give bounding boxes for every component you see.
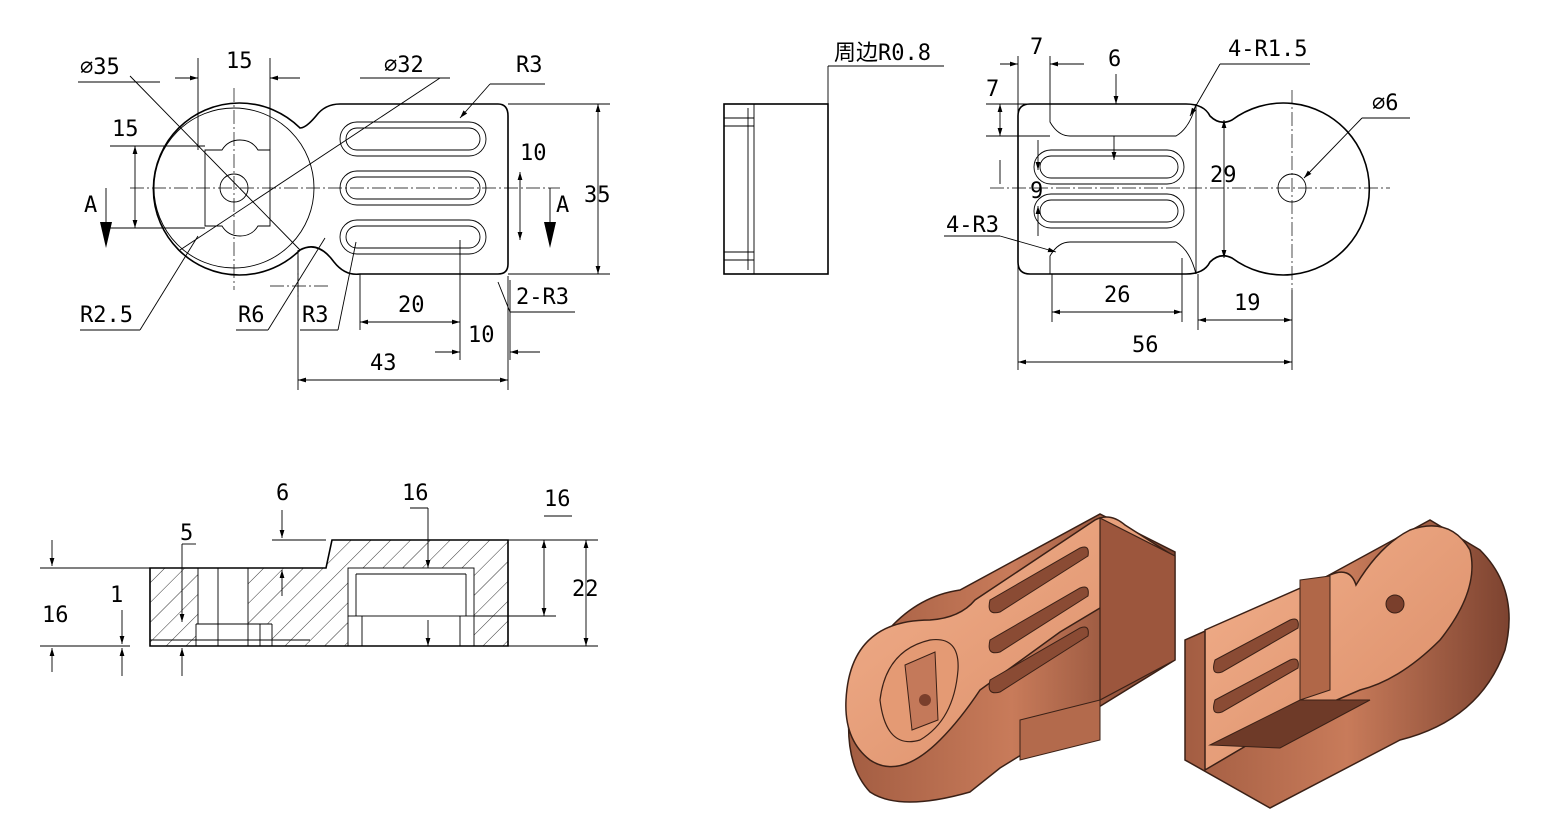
dim-w16-top: 16 [402,481,429,506]
section-mark-right: A [556,193,569,218]
center-hole [219,173,249,203]
dim-r3-bottom: R3 [302,303,329,328]
dim-h16-left: 16 [42,603,69,628]
render-part-right [1184,519,1510,809]
dim-4-r3: 4-R3 [946,213,999,238]
center-pocket [204,139,271,237]
front-outline [152,102,509,276]
dim-h6: 6 [276,481,289,506]
dim-d35: ∅35 [80,55,120,80]
slot-3 [339,219,487,255]
dim-w56: 56 [1132,333,1159,358]
rv-slot-2 [1033,193,1185,229]
dim-w7-top: 7 [1030,35,1043,60]
right-outline [1017,102,1371,276]
dim-d32: ∅32 [384,53,424,78]
side-body [723,103,829,275]
dim-r3-top: R3 [516,53,543,78]
front-view: ∅35 15 ∅32 R3 15 10 35 A A R2.5 R6 R3 2-… [78,49,611,390]
dim-w20: 20 [398,293,425,318]
dim-r2-5: R2.5 [80,303,133,328]
dim-h15-left: 15 [112,117,139,142]
dim-w5: 5 [180,521,193,546]
dim-r6: R6 [238,303,265,328]
dim-h29: 29 [1210,163,1237,188]
dim-h10: 10 [520,141,547,166]
dim-edge-fillet: 周边R0.8 [834,41,931,66]
dim-h1: 1 [110,583,123,608]
dim-w10: 10 [468,323,495,348]
dim-w26: 26 [1104,283,1131,308]
side-view: 周边R0.8 [723,41,944,275]
render-3d [845,513,1510,809]
dim-d6: ∅6 [1372,91,1399,116]
section-view: 6 16 16 22 5 1 16 [40,481,599,676]
slot-2 [339,170,487,206]
slot-1 [339,121,487,157]
rv-slot-1 [1033,149,1185,185]
dim-h9: 9 [1030,179,1043,204]
dim-w43: 43 [370,351,397,376]
dim-h22: 22 [572,577,599,602]
dim-w6: 6 [1108,47,1121,72]
right-view: 7 6 4-R1.5 ∅6 7 9 29 4-R3 26 19 56 [944,35,1410,370]
dim-h7: 7 [986,77,999,102]
dim-2-r3: 2-R3 [516,285,569,310]
dim-h35: 35 [584,183,611,208]
dim-h16-right: 16 [544,487,571,512]
render-part-left [845,513,1176,803]
section-mark-left: A [84,193,97,218]
dim-w19: 19 [1234,291,1261,316]
dim-w15-top: 15 [226,49,253,74]
dim-4-r1-5: 4-R1.5 [1228,37,1307,62]
